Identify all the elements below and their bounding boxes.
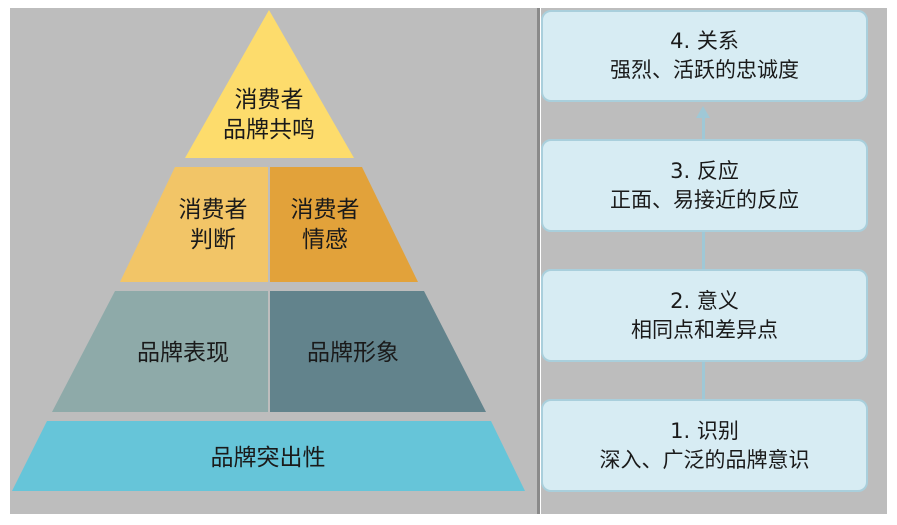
pyramid-segment-performance <box>52 291 268 412</box>
step-title: 3. 反应 <box>670 158 739 183</box>
pyramid-segment-imagery <box>270 291 486 412</box>
pyramid-segment-judgment <box>120 167 268 282</box>
pyramid-segment-salience <box>12 421 525 491</box>
connector-line <box>702 361 705 399</box>
step-title: 4. 关系 <box>670 29 739 53</box>
pyramid-segment-resonance <box>185 10 354 158</box>
step-box-meaning: 2. 意义 相同点和差异点 <box>541 269 868 362</box>
pyramid-label-feelings: 消费者 情感 <box>290 197 360 253</box>
arrow-up-icon <box>696 106 710 118</box>
step-box-relationships: 4. 关系 强烈、活跃的忠诚度 <box>541 10 868 102</box>
pyramid-label-performance: 品牌表现 <box>137 340 229 366</box>
pyramid-label-imagery: 品牌形象 <box>307 340 399 366</box>
step-description: 强烈、活跃的忠诚度 <box>610 58 799 82</box>
pyramid-label-salience: 品牌突出性 <box>210 445 326 471</box>
pyramid-label-resonance: 消费者 品牌共鸣 <box>223 87 315 143</box>
step-box-identity: 1. 识别 深入、广泛的品牌意识 <box>541 399 868 492</box>
pyramid-label-judgment: 消费者 判断 <box>178 197 248 253</box>
connector-line <box>702 116 705 140</box>
step-description: 正面、易接近的反应 <box>610 187 799 212</box>
pyramid-segment-feelings <box>270 167 418 282</box>
connector-line <box>702 231 705 269</box>
step-title: 2. 意义 <box>670 288 739 313</box>
step-title: 1. 识别 <box>670 418 739 443</box>
step-box-response: 3. 反应 正面、易接近的反应 <box>541 139 868 232</box>
step-description: 深入、广泛的品牌意识 <box>599 447 810 472</box>
step-description: 相同点和差异点 <box>631 317 778 342</box>
panel-divider <box>537 8 540 514</box>
